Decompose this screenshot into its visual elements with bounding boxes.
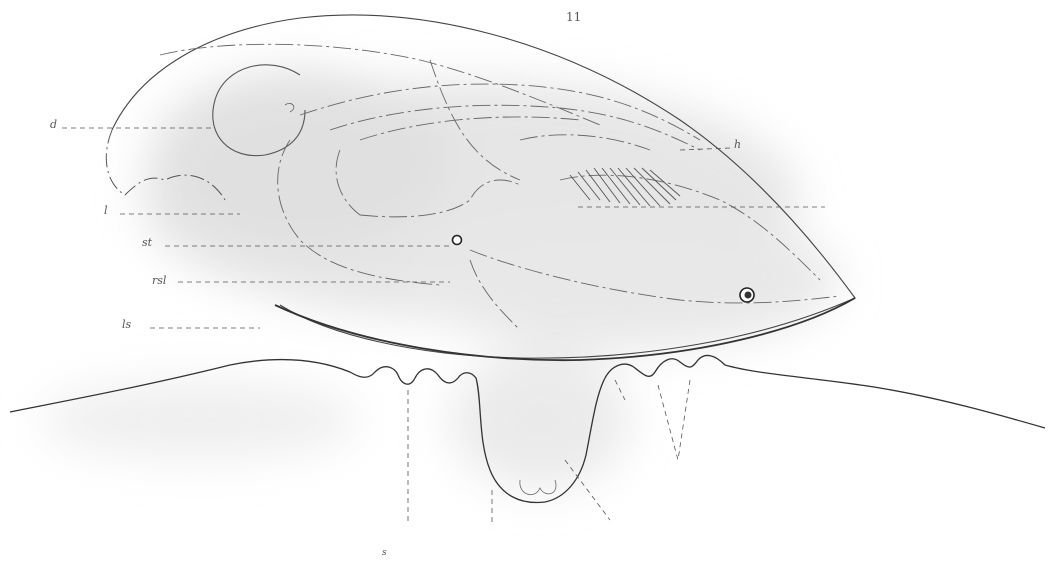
small-pore xyxy=(453,236,462,245)
label-a: d xyxy=(50,118,57,131)
label-h: h xyxy=(734,138,741,151)
label-l: l xyxy=(104,204,108,217)
label-rsl: rsl xyxy=(152,274,166,287)
label-ls: ls xyxy=(122,318,131,331)
label-st: st xyxy=(142,236,152,249)
eye-spot-inner xyxy=(745,292,752,299)
label-bottom: s xyxy=(382,548,387,558)
